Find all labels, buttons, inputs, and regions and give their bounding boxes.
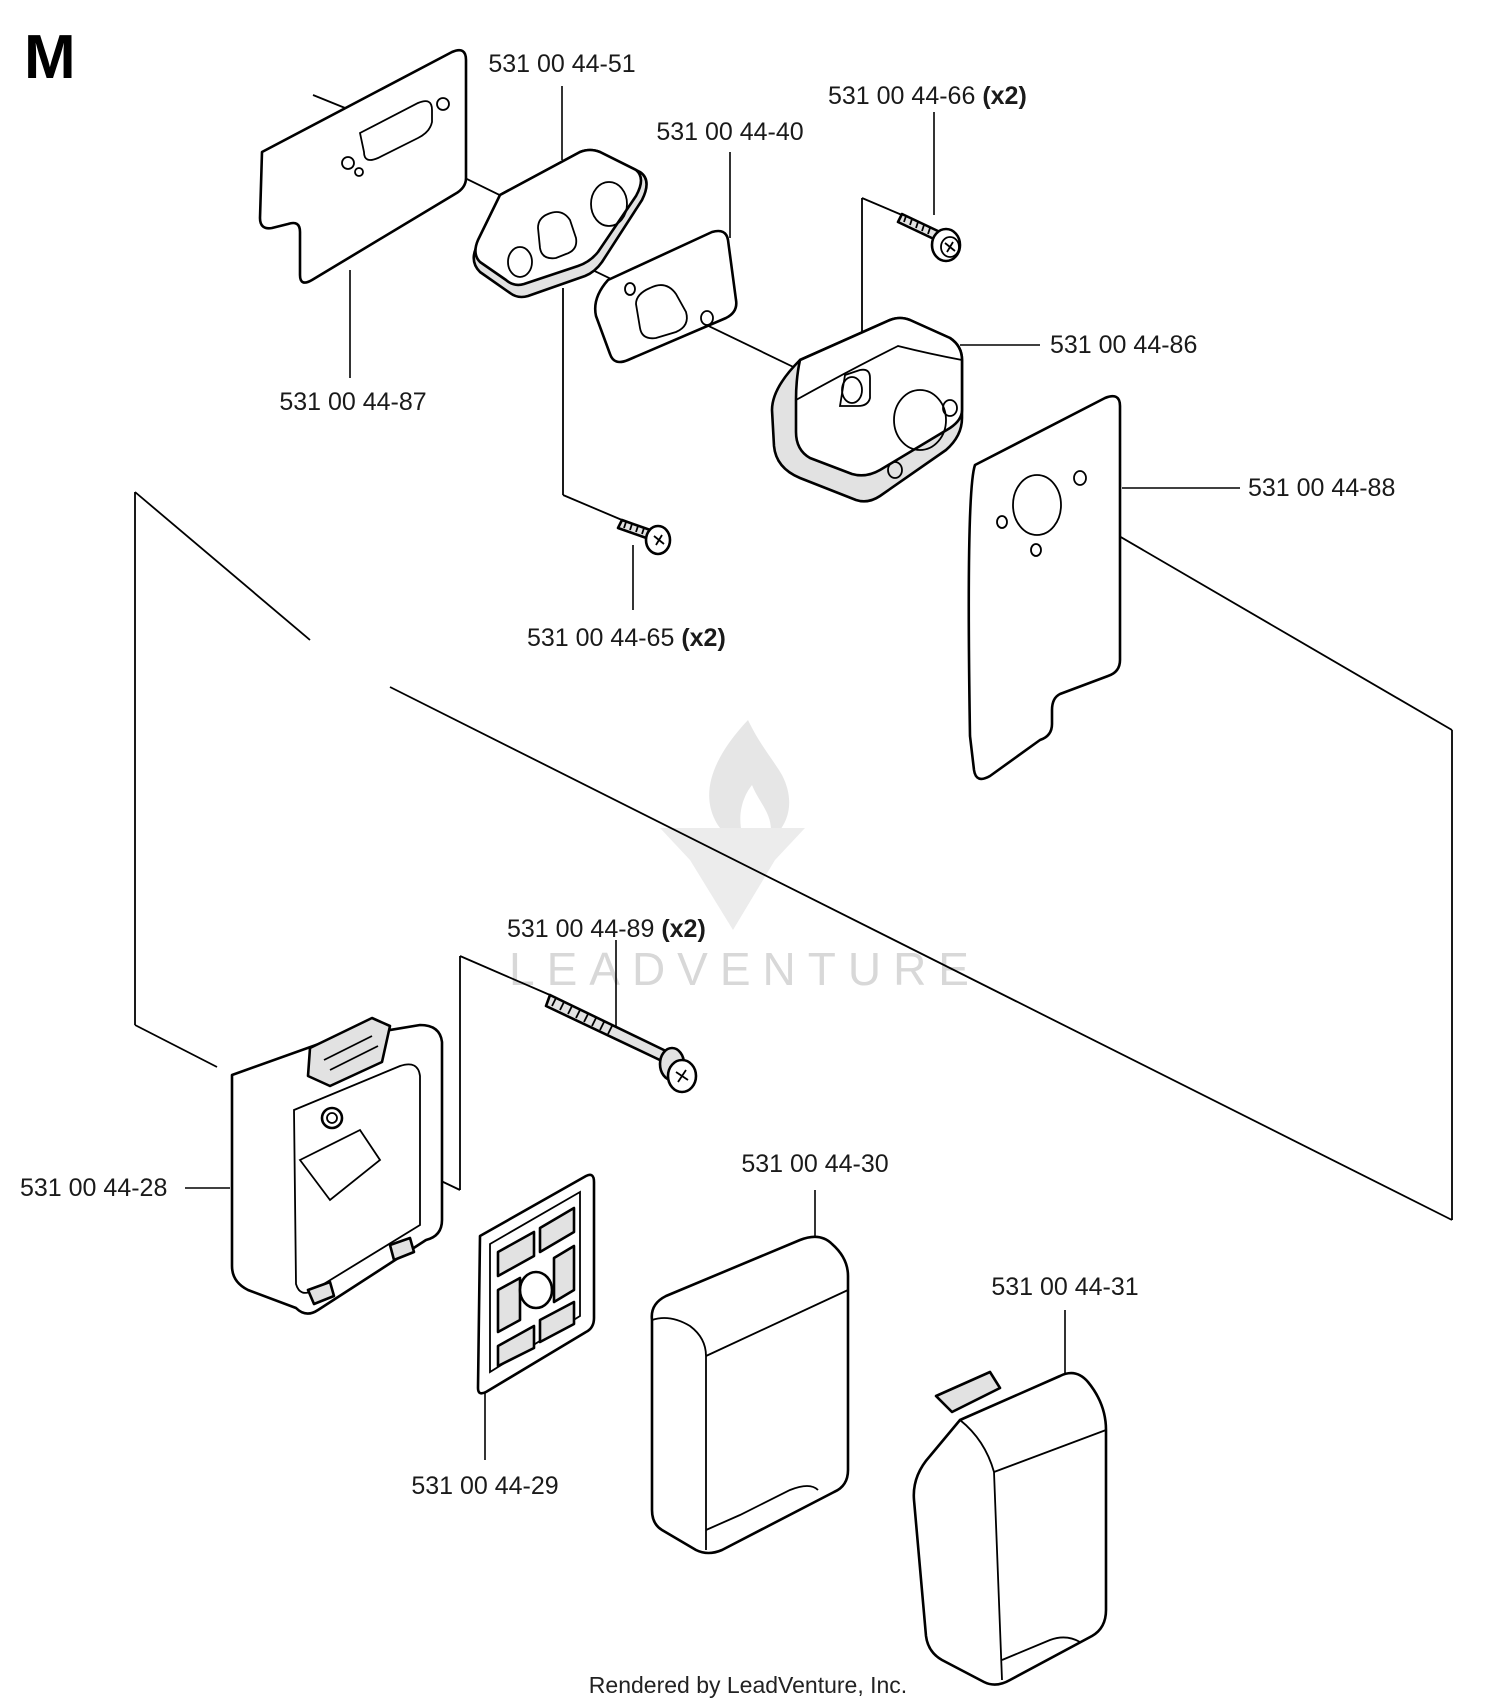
part-flange-51[interactable] [472,148,648,299]
label-part-65: 531 00 44-65 (x2) [527,624,726,652]
label-part-65-qty: (x2) [681,624,725,652]
label-part-28: 531 00 44-28 [20,1174,167,1202]
label-part-66: 531 00 44-66 (x2) [828,82,1027,110]
watermark: LEADVENTURE [509,720,981,995]
part-gasket-87[interactable] [258,48,468,284]
footer-credit: Rendered by LeadVenture, Inc. [589,1672,907,1698]
part-filter-30[interactable] [650,1235,850,1555]
label-part-87: 531 00 44-87 [279,388,426,416]
label-part-89: 531 00 44-89 (x2) [507,915,706,943]
label-part-29: 531 00 44-29 [411,1472,558,1500]
part-bolt-89[interactable] [544,993,698,1094]
section-letter: M [24,23,76,92]
label-part-66-qty: (x2) [982,82,1026,110]
part-carb-86[interactable] [770,316,964,503]
label-part-88: 531 00 44-88 [1248,474,1395,502]
part-labels: 531 00 44-51 531 00 44-40 531 00 44-66 (… [20,50,1395,1500]
part-screw-65[interactable] [616,518,672,556]
label-part-51: 531 00 44-51 [488,50,635,78]
part-housing-28[interactable] [230,1016,444,1315]
part-cover-31[interactable] [912,1370,1108,1686]
label-part-40: 531 00 44-40 [656,118,803,146]
watermark-text: LEADVENTURE [509,943,981,995]
label-part-89-qty: (x2) [661,915,705,943]
part-screw-66[interactable] [896,212,962,263]
watermark-v-icon [660,828,805,930]
label-part-31: 531 00 44-31 [991,1273,1138,1301]
label-part-86: 531 00 44-86 [1050,331,1197,359]
label-part-65-number: 531 00 44-65 [527,624,674,652]
label-part-30: 531 00 44-30 [741,1150,888,1178]
part-gasket-88[interactable] [967,394,1122,781]
part-grid-29[interactable] [476,1173,596,1395]
part-gasket-40[interactable] [593,229,738,364]
watermark-flame-icon [709,720,790,848]
label-part-89-number: 531 00 44-89 [507,915,654,943]
label-part-66-number: 531 00 44-66 [828,82,975,110]
